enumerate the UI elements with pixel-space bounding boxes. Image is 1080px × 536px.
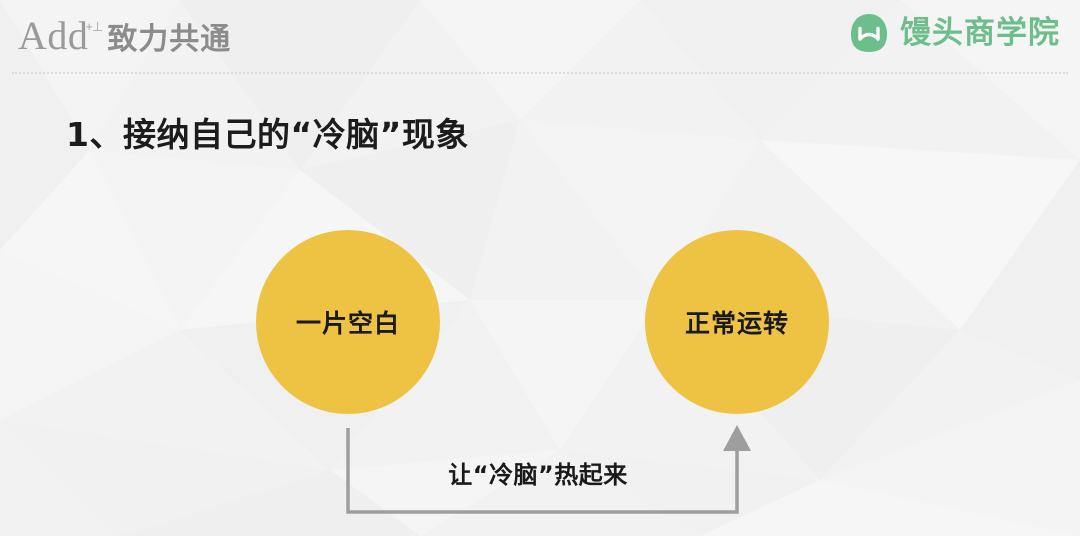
mantou-brand-name: 馒头商学院 xyxy=(900,14,1060,51)
mantou-bun-m-logo-icon xyxy=(851,14,887,52)
brand-add-logo: Add +⊥ 致力共通 xyxy=(18,14,231,58)
brand-mantou-logo: 馒头商学院 xyxy=(848,12,1060,54)
diagram-node-right: 正常运转 xyxy=(645,230,829,414)
brand-add-wordmark: Add xyxy=(18,13,89,58)
header-divider xyxy=(12,72,1068,74)
diagram-node-right-label: 正常运转 xyxy=(684,309,789,338)
diagram-node-left: 一片空白 xyxy=(256,230,440,414)
slide-header: Add +⊥ 致力共通 馒头商学院 xyxy=(0,0,1080,74)
brand-add-superscript-icon: +⊥ xyxy=(85,19,103,34)
diagram-connector-arrow xyxy=(346,425,751,514)
brand-add-slogan: 致力共通 xyxy=(107,22,232,57)
page-title: 1、接纳自己的“冷脑”现象 xyxy=(66,115,469,154)
up-arrow-icon xyxy=(723,425,751,451)
diagram-node-left-label: 一片空白 xyxy=(295,309,400,338)
